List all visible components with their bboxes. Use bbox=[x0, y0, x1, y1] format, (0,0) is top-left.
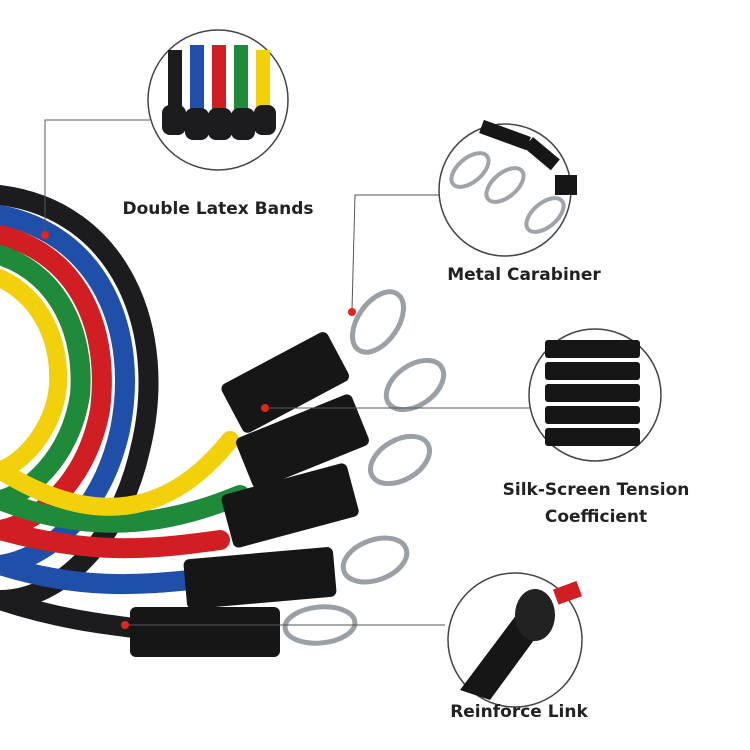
marker-dots bbox=[41, 231, 356, 629]
band-yellow bbox=[0, 269, 239, 516]
detail-tension bbox=[528, 328, 662, 462]
label-reinforce-link: Reinforce Link bbox=[450, 702, 588, 722]
leader-lines bbox=[44, 119, 530, 626]
carabiners bbox=[282, 289, 447, 646]
label-metal-carabiner: Metal Carabiner bbox=[447, 265, 601, 285]
detail-bands bbox=[147, 29, 289, 171]
label-double-latex-bands: Double Latex Bands bbox=[122, 199, 314, 219]
handles bbox=[130, 332, 369, 657]
detail-carabiner bbox=[438, 119, 577, 257]
label-tension-line2: Coefficient bbox=[544, 507, 648, 527]
label-tension-line1: Silk-Screen Tension bbox=[502, 480, 690, 500]
detail-reinforce bbox=[447, 572, 583, 708]
resistance-bands bbox=[0, 185, 250, 640]
